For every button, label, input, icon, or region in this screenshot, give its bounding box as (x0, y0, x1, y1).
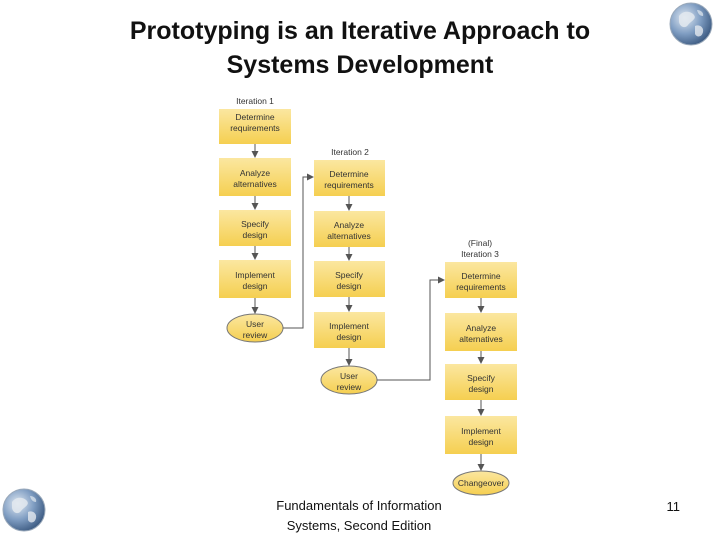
iteration-2-label: Iteration 2 (331, 147, 369, 157)
iteration-connector-arrow (377, 276, 445, 381)
title-line-2: Systems Development (226, 51, 494, 79)
title-line-1: Prototyping is an Iterative Approach to (129, 17, 591, 45)
changeover-label: Changeover (458, 478, 504, 488)
iteration-3-label-line-2: Iteration 3 (461, 249, 499, 259)
step-box (445, 262, 517, 298)
flow-arrows (251, 144, 485, 471)
step-box (219, 109, 291, 144)
footer-line-1: Fundamentals of Information (276, 498, 442, 513)
step-box (445, 313, 517, 351)
step-box (314, 261, 385, 297)
step-box (314, 312, 385, 348)
step-box (314, 160, 385, 196)
iteration-3-label-line-1: (Final) (468, 238, 492, 248)
iteration-1-label: Iteration 1 (236, 96, 274, 106)
step-box (219, 210, 291, 246)
iteration-connector-arrow (283, 173, 314, 329)
changeover-oval (452, 470, 510, 496)
step-box (445, 416, 517, 454)
slide-footer: Fundamentals of Information Systems, Sec… (240, 496, 478, 536)
globe-icon (669, 2, 713, 46)
footer-line-2: Systems, Second Edition (286, 518, 432, 533)
page-number: 11 (666, 499, 681, 514)
step-box (445, 364, 517, 400)
globe-icon (2, 488, 46, 532)
step-box (219, 260, 291, 298)
slide-title: Prototyping is an Iterative Approach to … (80, 14, 640, 82)
step-box (219, 158, 291, 196)
step-box (314, 211, 385, 247)
